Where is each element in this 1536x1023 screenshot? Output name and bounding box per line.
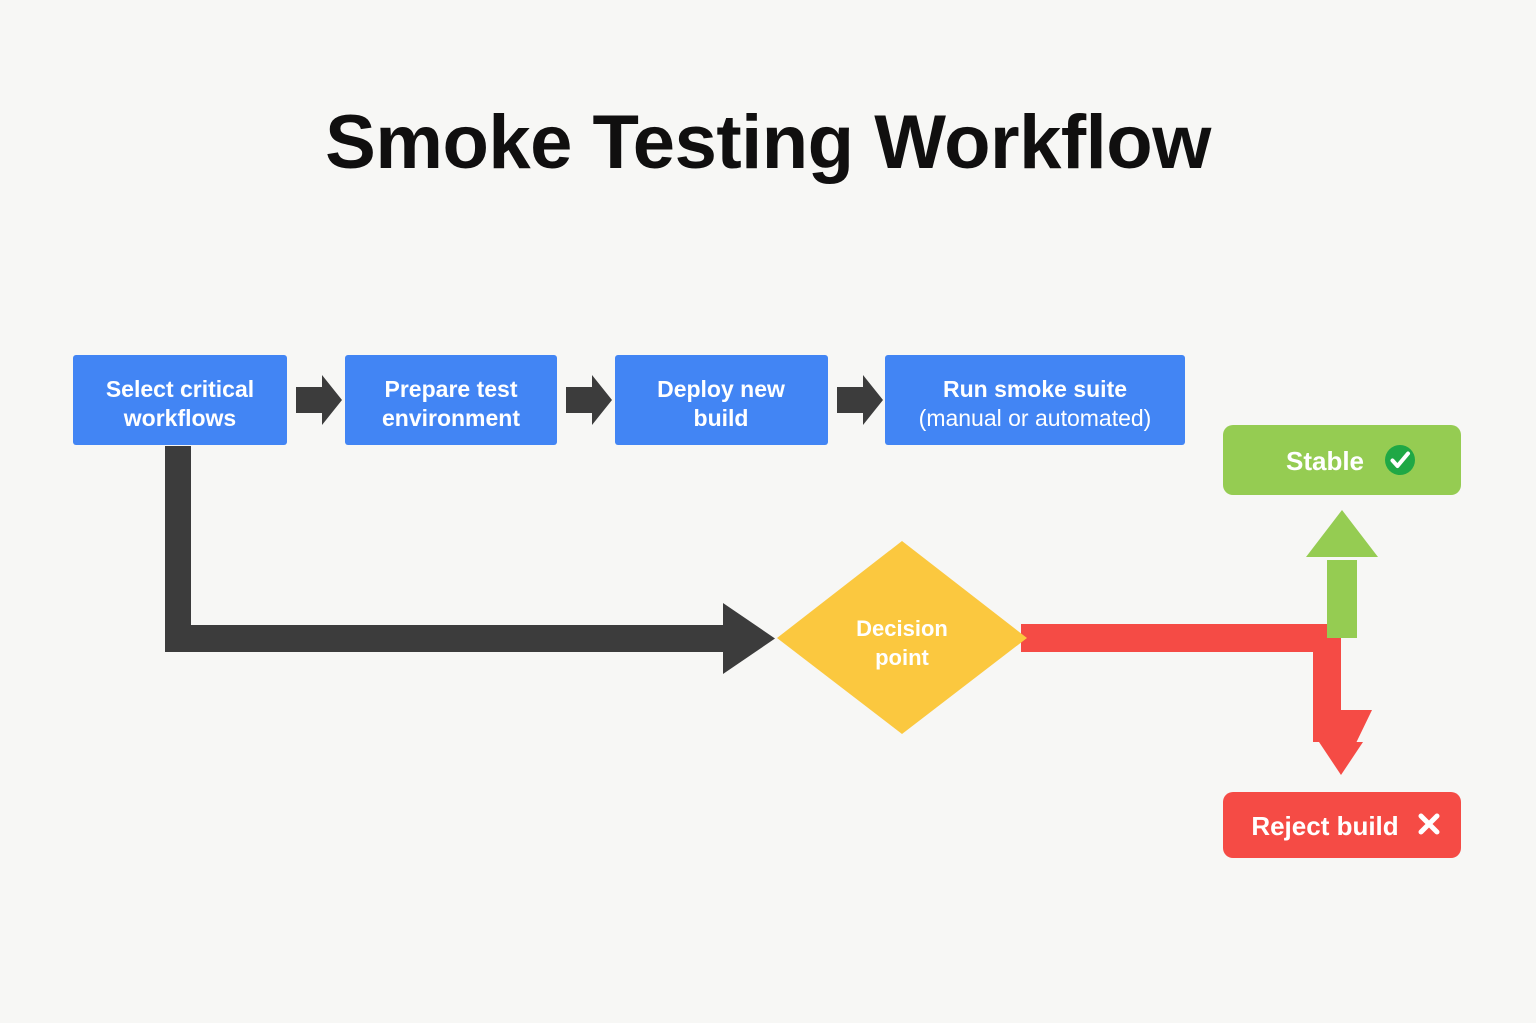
node-decision-point[interactable]: Decision point [777, 541, 1027, 734]
node-stable[interactable]: Stable [1223, 425, 1461, 495]
check-circle-icon [1385, 445, 1415, 475]
node-label-line2: workflows [123, 405, 236, 431]
node-run-smoke-suite[interactable]: Run smoke suite (manual or automated) [885, 355, 1185, 445]
connector-step1-to-step2 [296, 375, 342, 425]
node-label-line2: environment [382, 405, 520, 431]
connector-step2-to-step3 [566, 375, 612, 425]
node-label-line1: Deploy new [657, 376, 785, 402]
node-shape-diamond [777, 541, 1027, 734]
node-label-reject-build: Reject build [1251, 811, 1398, 841]
node-label-line2: (manual or automated) [919, 405, 1152, 431]
node-label-line1: Select critical [106, 376, 254, 402]
node-shape-rectangle [73, 355, 287, 445]
node-deploy-new-build[interactable]: Deploy new build [615, 355, 828, 445]
page-title: Smoke Testing Workflow [325, 100, 1211, 185]
node-label-line1: Run smoke suite [943, 376, 1127, 402]
node-label-stable: Stable [1286, 446, 1364, 476]
node-select-critical-workflows[interactable]: Select critical workflows [73, 355, 287, 445]
node-reject-build[interactable]: Reject build [1223, 792, 1461, 858]
node-shape-pill [1223, 792, 1461, 858]
node-label-line1: Prepare test [385, 376, 518, 402]
node-label-line1: Decision [856, 616, 948, 641]
node-label-line2: build [694, 405, 749, 431]
node-shape-rectangle [885, 355, 1185, 445]
connector-step3-to-step4 [837, 375, 883, 425]
node-prepare-test-environment[interactable]: Prepare test environment [345, 355, 557, 445]
cross-icon [1418, 813, 1440, 835]
node-label-line2: point [875, 645, 929, 670]
connector-decision-to-stable [1306, 510, 1378, 638]
node-shape-rectangle [615, 355, 828, 445]
connector-step1-to-decision [165, 446, 775, 674]
connector-decision-to-reject [1021, 624, 1372, 775]
node-shape-pill [1223, 425, 1461, 495]
node-shape-rectangle [345, 355, 557, 445]
